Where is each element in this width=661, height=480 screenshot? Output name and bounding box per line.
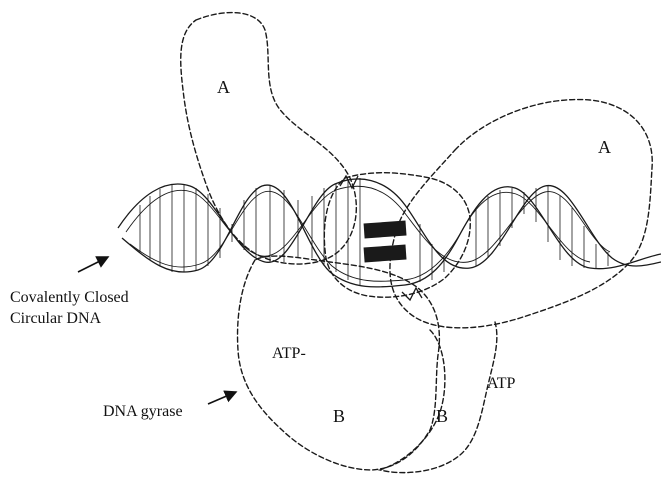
label-dna-line-1: Covalently Closed xyxy=(10,289,129,306)
label-atp-right: ATP xyxy=(487,375,516,392)
subunit-b-left-outline xyxy=(238,256,440,470)
subunit-a-right-outline xyxy=(390,100,652,328)
active-site-block-lower xyxy=(364,245,407,263)
dna-double-helix xyxy=(118,176,661,300)
label-dna-line-2: Circular DNA xyxy=(10,310,102,327)
subunit-b-right-outline xyxy=(380,322,497,473)
label-dna-gyrase: DNA gyrase xyxy=(103,403,183,420)
label-subunit-b-right: B xyxy=(436,406,448,426)
dna-pointer-arrow xyxy=(78,257,108,272)
label-subunit-a-left: A xyxy=(217,77,230,97)
label-atp-left: ATP- xyxy=(272,345,306,362)
label-subunit-a-right: A xyxy=(598,137,611,157)
gyrase-pointer-arrow xyxy=(208,392,236,404)
label-subunit-b-left: B xyxy=(333,406,345,426)
subunit-a-left-outline xyxy=(181,13,357,264)
active-site-block-upper xyxy=(364,221,407,239)
